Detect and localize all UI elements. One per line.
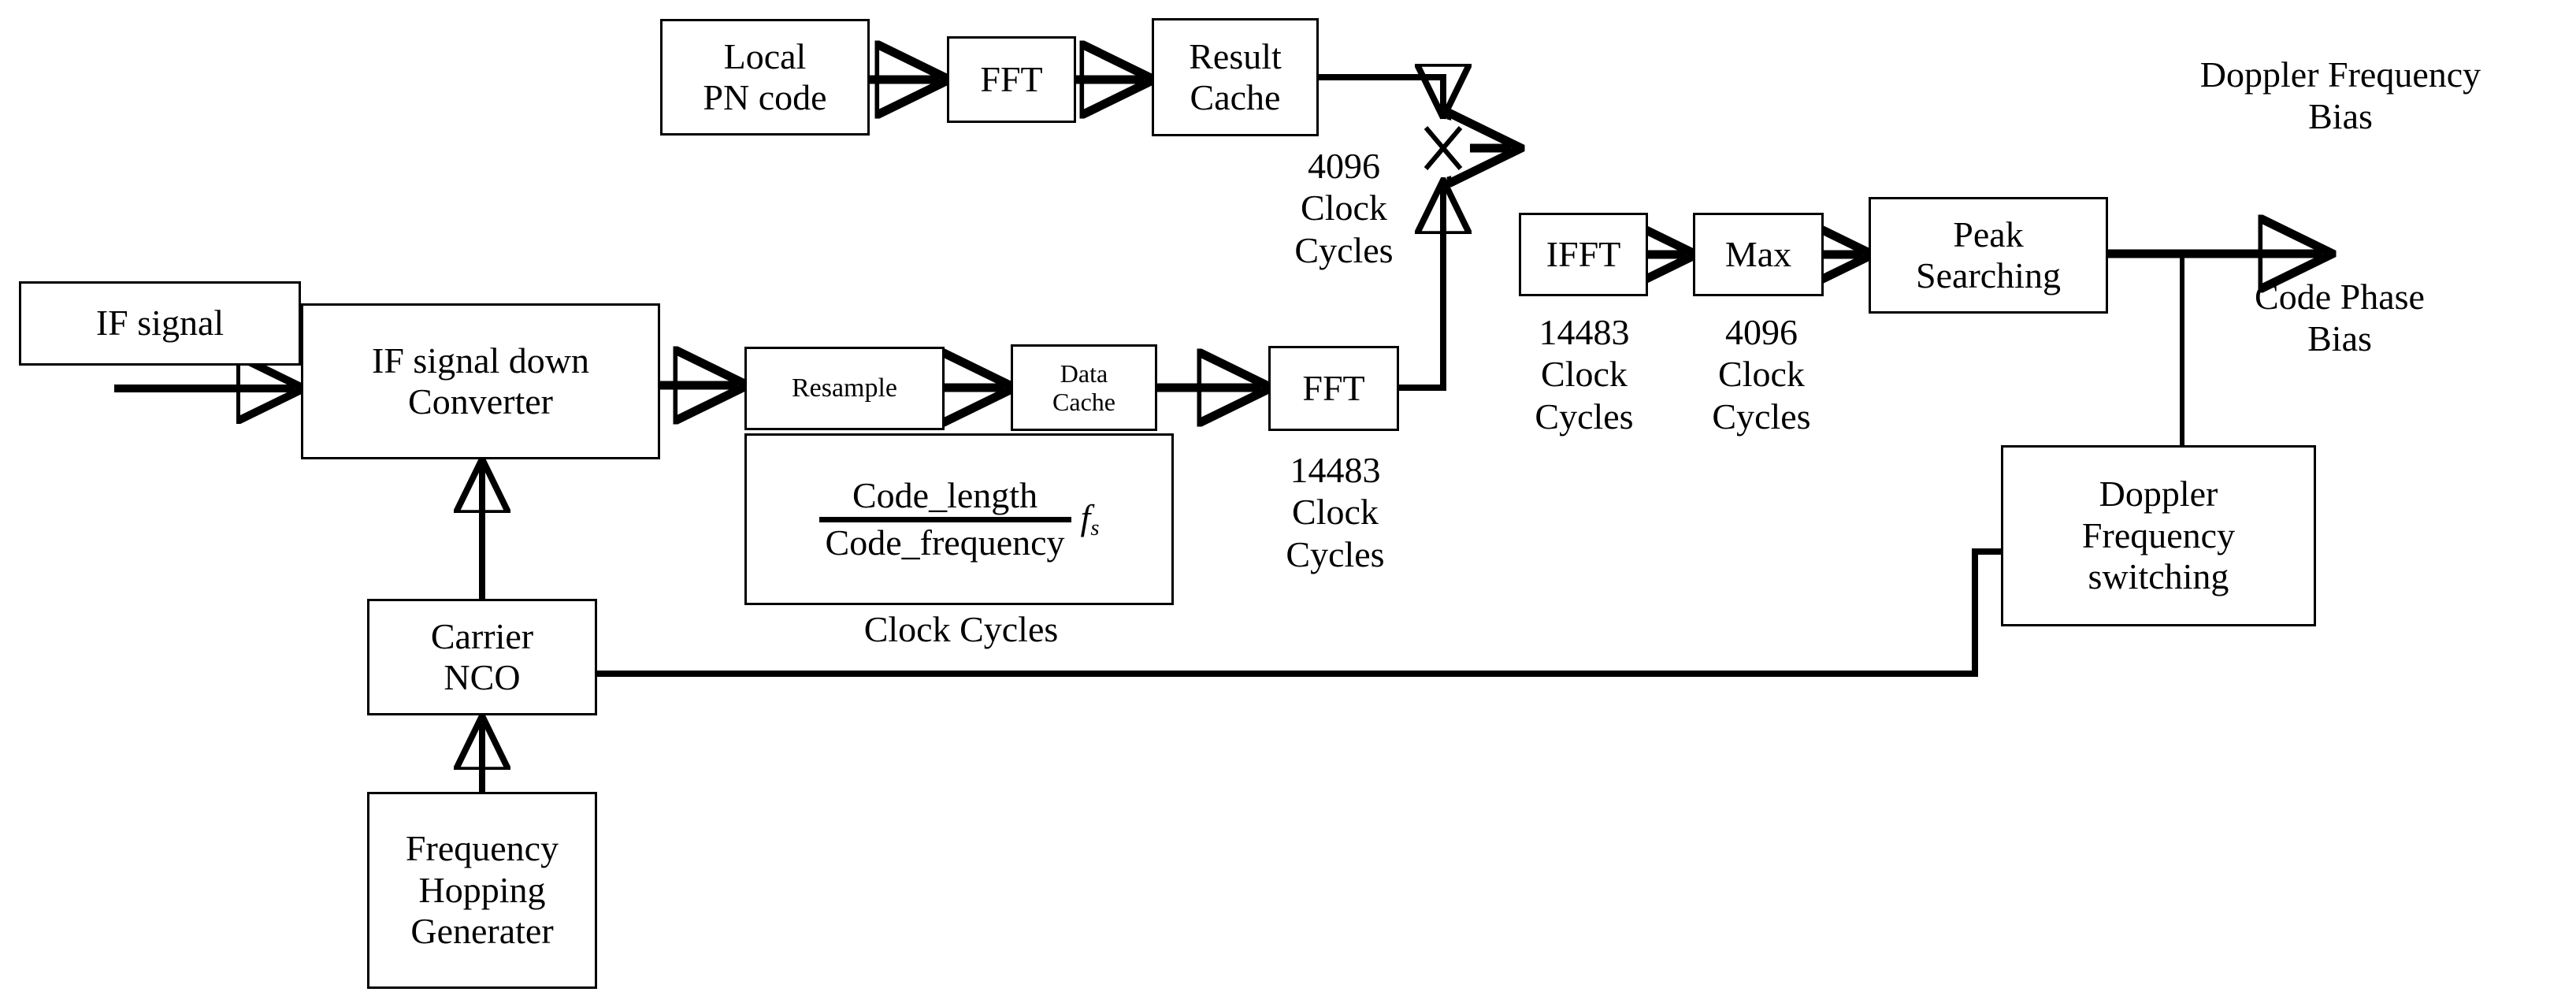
label-4096-clock-cycles-mixer: 4096 Clock Cycles: [1294, 146, 1394, 270]
block-if-signal-down-converter-label: IF signal down Converter: [372, 340, 589, 422]
block-frequency-hopping-generater-label: Frequency Hopping Generater: [405, 828, 559, 952]
multiplier-icon: [1419, 119, 1468, 177]
block-if-signal-down-converter[interactable]: IF signal down Converter: [301, 303, 660, 459]
label-4096-clock-cycles-max: 4096 Clock Cycles: [1712, 312, 1811, 437]
block-max[interactable]: Max: [1693, 213, 1824, 296]
label-14483-clock-cycles-ifft: 14483 Clock Cycles: [1535, 312, 1634, 437]
block-frequency-hopping-generater[interactable]: Frequency Hopping Generater: [367, 792, 597, 989]
formula-denominator: Code_frequency: [818, 516, 1071, 563]
block-local-pn-code-label: Local PN code: [703, 35, 827, 117]
formula-fs-symbol: fs: [1080, 496, 1100, 541]
block-result-cache-label: Result Cache: [1189, 35, 1282, 117]
block-local-pn-code[interactable]: Local PN code: [660, 19, 870, 136]
label-clock-cycles-formula: Clock Cycles: [863, 609, 1059, 649]
block-data-cache[interactable]: Data Cache: [1011, 344, 1157, 431]
block-fft-top-label: FFT: [980, 58, 1043, 99]
block-resample-label: Resample: [791, 373, 898, 403]
formula-fraction: Code_length Code_frequency: [818, 475, 1071, 563]
block-fft-bottom-label: FFT: [1302, 367, 1365, 408]
wire-doppler-feedback: [496, 548, 2001, 674]
label-14483-clock-cycles-fft: 14483 Clock Cycles: [1286, 450, 1385, 574]
block-fft-top[interactable]: FFT: [947, 36, 1076, 123]
block-if-signal[interactable]: IF signal: [19, 281, 301, 366]
block-result-cache[interactable]: Result Cache: [1152, 18, 1319, 136]
block-fft-bottom[interactable]: FFT: [1268, 346, 1399, 431]
formula-numerator: Code_length: [852, 475, 1038, 516]
block-doppler-frequency-switching[interactable]: Doppler Frequency switching: [2001, 445, 2316, 626]
block-max-label: Max: [1724, 233, 1792, 274]
block-doppler-frequency-switching-label: Doppler Frequency switching: [2081, 474, 2236, 597]
block-carrier-nco[interactable]: Carrier NCO: [367, 599, 597, 715]
wire-resultcache-to-multiplier: [1319, 77, 1443, 110]
label-doppler-frequency-bias-output: Doppler Frequency Bias: [2199, 54, 2481, 137]
block-formula: Code_length Code_frequency fs: [744, 433, 1174, 605]
block-resample[interactable]: Resample: [744, 347, 945, 430]
block-carrier-nco-label: Carrier NCO: [430, 615, 534, 697]
block-data-cache-label: Data Cache: [1052, 359, 1115, 416]
block-ifft[interactable]: IFFT: [1519, 213, 1648, 296]
block-peak-searching[interactable]: Peak Searching: [1869, 197, 2108, 314]
block-ifft-label: IFFT: [1546, 233, 1621, 274]
block-peak-searching-label: Peak Searching: [1916, 214, 2061, 295]
block-if-signal-label: IF signal: [95, 303, 225, 344]
label-code-phase-bias-output: Code Phase Bias: [2255, 277, 2425, 359]
